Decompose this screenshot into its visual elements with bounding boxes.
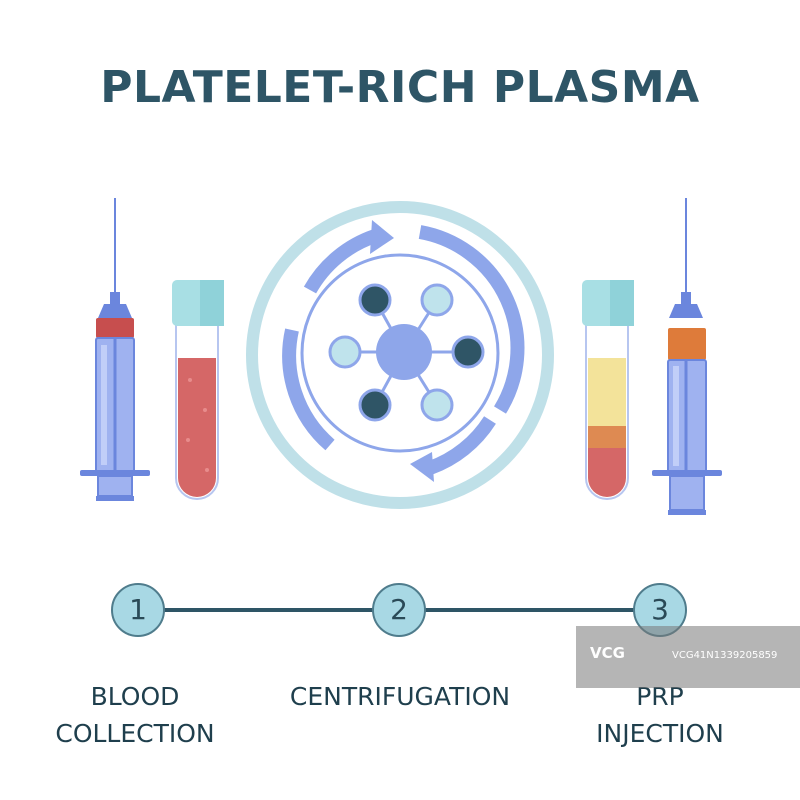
timeline	[111, 583, 687, 637]
step-3-number: 3	[651, 593, 669, 626]
left-syringe-icon	[80, 198, 150, 501]
watermark-id: VCG41N1339205859	[672, 650, 778, 661]
prp-tube-icon	[582, 280, 634, 500]
step-1-number: 1	[129, 593, 147, 626]
watermark: VCG VCG41N1339205859	[576, 626, 800, 688]
centrifuge-icon	[246, 201, 554, 509]
blood-tube-icon	[172, 280, 224, 500]
step-3-label: PRP INJECTION	[596, 682, 724, 748]
page-title: PLATELET-RICH PLASMA	[100, 62, 700, 113]
step-2-node	[372, 583, 426, 637]
step-1-label: BLOOD COLLECTION	[55, 682, 215, 748]
step-2-number: 2	[390, 593, 408, 626]
step-1-node	[111, 583, 165, 637]
step-2-label: CENTRIFUGATION	[289, 682, 511, 711]
watermark-logo: VCG	[590, 644, 625, 662]
right-syringe-icon	[652, 198, 722, 515]
